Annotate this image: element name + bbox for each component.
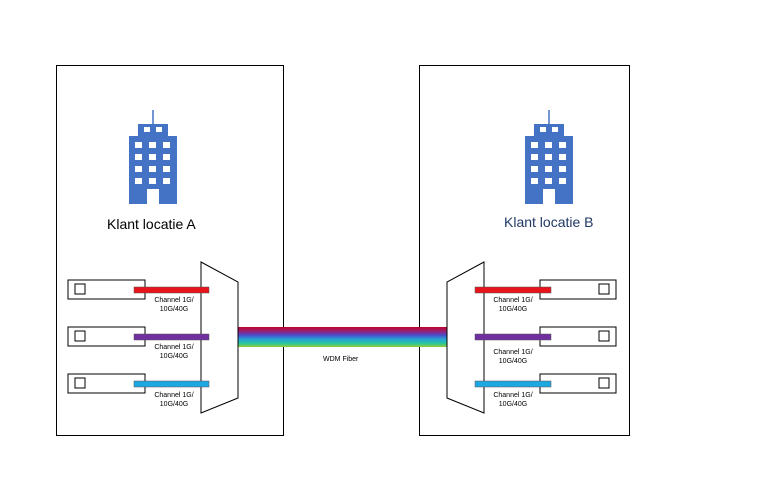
mux-a bbox=[200, 261, 239, 414]
channel-link-a-3 bbox=[133, 380, 210, 388]
channel-label-a-2: Channel 1G/10G/40G bbox=[154, 344, 194, 360]
site-a-label: Klant locatie A bbox=[107, 216, 196, 232]
channel-link-a-1 bbox=[133, 286, 210, 294]
transceiver-b-3 bbox=[539, 373, 617, 394]
channel-label-b-2: Channel 1G/10G/40G bbox=[493, 349, 533, 365]
channel-link-b-2 bbox=[474, 333, 552, 341]
transceiver-a-1 bbox=[67, 279, 146, 300]
channel-label-a-1: Channel 1G/10G/40G bbox=[154, 297, 194, 313]
channel-label-a-3: Channel 1G/10G/40G bbox=[154, 392, 194, 408]
mux-b bbox=[446, 261, 485, 414]
channel-link-a-2 bbox=[133, 333, 210, 341]
transceiver-b-2 bbox=[539, 326, 617, 347]
transceiver-b-1 bbox=[539, 279, 617, 300]
channel-link-b-3 bbox=[474, 380, 552, 388]
office-building-icon bbox=[129, 110, 177, 204]
channel-label-b-3: Channel 1G/10G/40G bbox=[493, 392, 533, 408]
office-building-icon bbox=[525, 110, 573, 204]
site-b-label: Klant locatie B bbox=[504, 214, 594, 230]
transceiver-a-2 bbox=[67, 326, 146, 347]
channel-link-b-1 bbox=[474, 286, 552, 294]
channel-label-b-1: Channel 1G/10G/40G bbox=[493, 297, 533, 313]
wdm-fiber-cable bbox=[237, 327, 447, 347]
wdm-fiber-label: WDM Fiber bbox=[323, 356, 359, 363]
transceiver-a-3 bbox=[67, 373, 146, 394]
